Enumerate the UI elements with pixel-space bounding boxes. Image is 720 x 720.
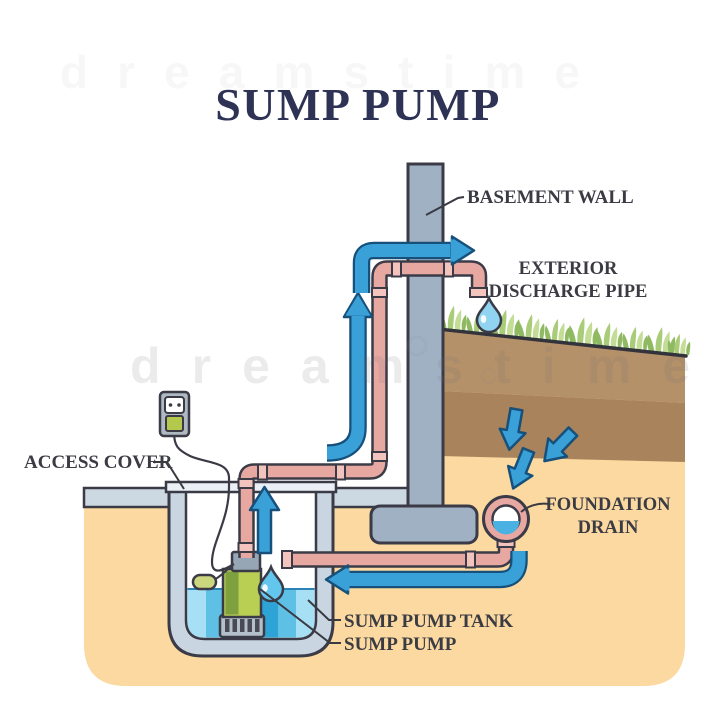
- pipe-couplings: [237, 260, 488, 553]
- label-foundation: FOUNDATION: [545, 495, 671, 515]
- power-cord: [172, 431, 235, 572]
- pipe-coupling: [465, 550, 476, 569]
- subsoil-layer: [440, 391, 685, 462]
- flow-arrow-return: [324, 551, 528, 595]
- power-outlet-icon: [158, 390, 191, 438]
- flow-arrow-up-pit: [248, 485, 281, 555]
- grass-row: [436, 305, 691, 358]
- wall-footing: [369, 504, 479, 545]
- flow-arrow-exit: [352, 235, 476, 293]
- page-title: SUMP PUMP: [215, 79, 501, 130]
- foundation-drain: [482, 495, 530, 543]
- label-discharge-pipe: DISCHARGE PIPE: [489, 282, 648, 302]
- label-exterior: EXTERIOR: [519, 259, 618, 279]
- label-sump-pump: SUMP PUMP: [344, 634, 457, 655]
- flow-arrow-riser: [326, 291, 374, 462]
- float-switch: [191, 573, 218, 591]
- plug: [165, 415, 184, 432]
- leader-lines: [153, 196, 550, 644]
- discharge-pipe: [237, 260, 488, 558]
- topsoil-layer: [440, 331, 685, 403]
- pump-grille: [225, 619, 260, 632]
- flow-arrows: [248, 235, 584, 595]
- pipe-outlet-cap: [281, 550, 293, 569]
- label-drain: DRAIN: [578, 518, 639, 538]
- label-sump-pump-tank: SUMP PUMP TANK: [344, 611, 513, 632]
- ground-line: [436, 327, 688, 358]
- label-access-cover: ACCESS COVER: [24, 452, 173, 473]
- basement-wall: [406, 162, 445, 510]
- label-basement-wall: BASEMENT WALL: [467, 187, 634, 208]
- water-drop-icon: [475, 294, 503, 334]
